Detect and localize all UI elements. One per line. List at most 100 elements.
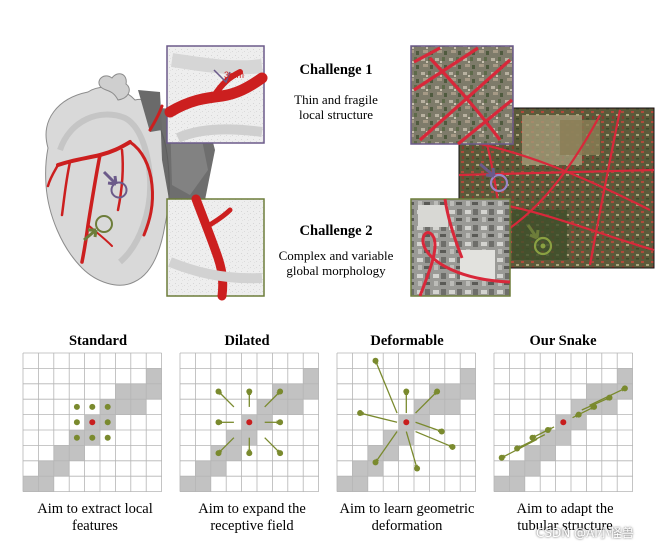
tube-cell bbox=[130, 399, 147, 415]
kernel-sample-point bbox=[73, 434, 80, 441]
tube-cell bbox=[571, 414, 587, 430]
tube-cell bbox=[352, 460, 368, 477]
tube-cell bbox=[69, 445, 85, 461]
panel-title-standard: Standard bbox=[68, 333, 128, 349]
caption-dilated-line2: receptive field bbox=[210, 518, 294, 534]
kernel-sample-point bbox=[372, 459, 379, 466]
kernel-sample-point bbox=[104, 434, 111, 441]
tube-cell bbox=[398, 430, 414, 446]
tube-cell bbox=[444, 383, 461, 400]
tube-cell bbox=[352, 476, 368, 492]
caption-our-snake-line2: tubular structure bbox=[517, 518, 613, 534]
tube-cell bbox=[617, 383, 633, 400]
tube-cell bbox=[601, 383, 618, 400]
challenge2-marker-circle bbox=[95, 215, 113, 233]
inset-scale-label: 3mm bbox=[224, 70, 244, 80]
tube-cell bbox=[460, 368, 476, 384]
caption-standard-line1: Aim to extract local bbox=[37, 501, 153, 517]
kernel-center-point bbox=[403, 419, 410, 426]
offset-arrow bbox=[415, 430, 453, 448]
caption-standard-line2: features bbox=[72, 518, 118, 534]
kernel-sample-point bbox=[403, 388, 410, 395]
offset-arrow bbox=[264, 391, 281, 408]
tube-cell bbox=[617, 368, 633, 384]
tube-cell bbox=[601, 399, 618, 415]
kernel-panels bbox=[22, 352, 633, 493]
kernel-sample-point bbox=[215, 419, 222, 426]
panel-title-our-snake: Our Snake bbox=[529, 333, 597, 349]
tube-cell bbox=[524, 445, 541, 461]
tube-cell bbox=[38, 476, 54, 492]
heart-vessels bbox=[46, 104, 164, 264]
tube-cell bbox=[460, 383, 476, 400]
challenge2-title: Challenge 2 bbox=[299, 223, 373, 239]
challenge1-desc-line1: Thin and fragile bbox=[294, 92, 378, 107]
aerial-arrow-purple bbox=[479, 162, 496, 178]
kernel-sample-point bbox=[621, 385, 628, 392]
kernel-sample-point bbox=[357, 410, 364, 417]
tube-cell bbox=[53, 445, 70, 461]
kernel-sample-point bbox=[246, 450, 253, 457]
offset-arrow bbox=[374, 431, 398, 463]
tube-cell bbox=[337, 476, 353, 492]
kernel-sample-point bbox=[73, 403, 80, 410]
kernel-sample-point bbox=[514, 445, 521, 452]
kernel-sample-point bbox=[89, 434, 96, 441]
kernel-sample-point bbox=[434, 388, 441, 395]
aerial-marker-green-dot bbox=[540, 243, 546, 249]
watermark: CSDN @AI小怪兽 bbox=[536, 526, 634, 540]
offset-arrow bbox=[374, 360, 398, 414]
kernel-grid-dilated bbox=[179, 352, 320, 493]
kernel-center-point bbox=[89, 419, 96, 426]
inset-local-structure: 3mm bbox=[164, 45, 268, 144]
tube-cell bbox=[429, 399, 445, 415]
challenge1-marker-arrow bbox=[102, 170, 118, 186]
kernel-sample-point bbox=[104, 419, 111, 426]
challenge1-marker-circle bbox=[110, 181, 128, 199]
inset-global-morphology bbox=[166, 194, 265, 301]
tube-cell bbox=[303, 368, 319, 384]
offset-arrow bbox=[218, 391, 235, 408]
tube-cell bbox=[38, 460, 54, 477]
challenge2-desc-line2: global morphology bbox=[286, 263, 386, 278]
aerial-marker-purple bbox=[489, 173, 509, 193]
aerial-inset-bottom bbox=[410, 198, 511, 297]
kernel-sample-point bbox=[277, 419, 284, 426]
kernel-sample-point bbox=[277, 388, 284, 395]
tube-cell bbox=[23, 476, 39, 492]
tube-cell bbox=[509, 476, 525, 492]
kernel-sample-point bbox=[414, 465, 421, 472]
tube-cell bbox=[509, 460, 525, 477]
tube-cell bbox=[180, 476, 196, 492]
offset-arrow bbox=[405, 431, 418, 469]
tube-cell bbox=[303, 383, 319, 400]
kernel-grid-deformable bbox=[336, 352, 477, 493]
kernel-center-point bbox=[560, 419, 567, 426]
tube-cell bbox=[146, 368, 162, 384]
offset-arrow bbox=[589, 387, 626, 406]
tube-cell bbox=[540, 430, 556, 446]
caption-dilated-line1: Aim to expand the bbox=[198, 501, 306, 517]
aerial-arrow-green bbox=[526, 224, 540, 240]
challenge1-desc-line2: local structure bbox=[299, 107, 373, 122]
challenge1-title: Challenge 1 bbox=[299, 62, 373, 78]
tube-cell bbox=[272, 399, 288, 415]
aerial-marker-green bbox=[533, 236, 553, 256]
kernel-sample-point bbox=[104, 403, 111, 410]
challenge2-marker-arrow bbox=[83, 228, 98, 242]
tube-cell bbox=[367, 460, 384, 477]
tube-cell bbox=[287, 383, 304, 400]
offset-arrow bbox=[359, 412, 398, 423]
kernel-sample-point bbox=[544, 427, 551, 433]
kernel-sample-point bbox=[215, 450, 222, 457]
offset-arrow bbox=[516, 434, 546, 450]
caption-our-snake-line1: Aim to adapt the bbox=[516, 501, 614, 517]
tube-cell bbox=[115, 383, 131, 400]
offset-arrow bbox=[415, 421, 442, 433]
tube-cell bbox=[524, 460, 541, 477]
caption-deformable-line2: deformation bbox=[371, 518, 443, 534]
challenge2-desc-line1: Complex and variable bbox=[278, 248, 394, 263]
tube-cell bbox=[586, 383, 602, 400]
tube-cell bbox=[494, 476, 510, 492]
tube-cell bbox=[444, 399, 461, 415]
